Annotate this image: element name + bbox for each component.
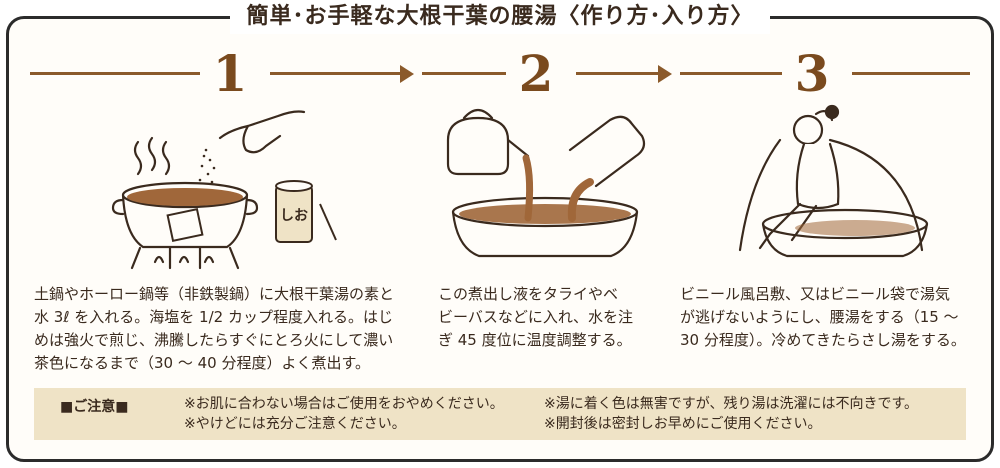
step-3-description: ビニール風呂敷、又はビニール袋で湯気 が逃げないようにし、腰湯をする（15 ～ … bbox=[680, 283, 980, 352]
notice-item: ※開封後は密封しお早めにご使用ください。 bbox=[544, 416, 822, 432]
step-1-line: 茶色になるまで（30 ～ 40 分程度）よく煮出す。 bbox=[34, 354, 370, 372]
pot-illustration: しお bbox=[111, 110, 337, 270]
notice-item: ※湯に着く色は無害ですが、残り湯は洗濯には不向きです。 bbox=[544, 396, 919, 412]
header-line-2 bbox=[270, 72, 400, 75]
notice-column-2: ※湯に着く色は無害ですが、残り湯は洗濯には不向きです。 ※開封後は密封しお早めに… bbox=[544, 394, 918, 434]
header-line-6 bbox=[852, 72, 970, 75]
step-2-line: ビーバスなどに入れ、水を注 bbox=[438, 308, 634, 326]
step-1-description: 土鍋やホーロー鍋等（非鉄製鍋）に大根干葉湯の素と 水 3ℓ を入れる。海塩を 1… bbox=[34, 283, 414, 375]
person-illustration bbox=[738, 104, 929, 258]
step-2-number: 2 bbox=[518, 44, 554, 103]
arrow-right-icon bbox=[400, 65, 414, 83]
step-1-line: 土鍋やホーロー鍋等（非鉄製鍋）に大根干葉湯の素と bbox=[34, 285, 395, 303]
notice-label: ■ご注意■ bbox=[60, 399, 129, 415]
step-1-line: 水 3ℓ を入れる。海塩を 1/2 カップ程度入れる。はじ bbox=[34, 308, 393, 326]
notice-item: ※やけどには充分ご注意ください。 bbox=[184, 416, 406, 432]
page-title: 簡単･お手軽な大根干葉の腰湯〈作り方･入り方〉 bbox=[230, 0, 770, 34]
arrow-right-icon bbox=[658, 65, 672, 83]
header-line-5 bbox=[680, 72, 782, 75]
salt-can-label: しお bbox=[280, 208, 308, 224]
step-1-number: 1 bbox=[212, 44, 248, 103]
step-3-line: 30 分程度）。冷めてきたらさし湯をする。 bbox=[680, 331, 966, 349]
notice-item: ※お肌に合わない場合はご使用をおやめください。 bbox=[184, 396, 504, 412]
basin-illustration bbox=[446, 108, 646, 258]
steps-header: 1 2 3 bbox=[30, 44, 970, 103]
notice-column-1: ※お肌に合わない場合はご使用をおやめください。 ※やけどには充分ご注意ください。 bbox=[184, 394, 504, 434]
step-1-line: めは強火で煎じ、沸騰したらすぐにとろ火にして濃い bbox=[34, 331, 394, 349]
step-2-description: この煮出し液をタライやベ ビーバスなどに入れ、水を注 ぎ 45 度位に温度調整す… bbox=[438, 283, 668, 352]
notice-box: ■ご注意■ ※お肌に合わない場合はご使用をおやめください。 ※やけどには充分ご注… bbox=[34, 388, 966, 440]
step-3-line: が逃げないようにし、腰湯をする（15 ～ bbox=[680, 308, 959, 326]
step-2-line: この煮出し液をタライやベ bbox=[438, 285, 619, 303]
step-3-line: ビニール風呂敷、又はビニール袋で湯気 bbox=[680, 285, 951, 303]
outer-frame bbox=[6, 16, 994, 462]
header-line-4 bbox=[576, 72, 658, 75]
title-wrap: 簡単･お手軽な大根干葉の腰湯〈作り方･入り方〉 bbox=[0, 0, 1000, 34]
step-3-number: 3 bbox=[794, 44, 830, 103]
header-line-1 bbox=[30, 72, 200, 75]
step-2-line: ぎ 45 度位に温度調整する。 bbox=[438, 331, 632, 349]
header-line-3 bbox=[422, 72, 506, 75]
